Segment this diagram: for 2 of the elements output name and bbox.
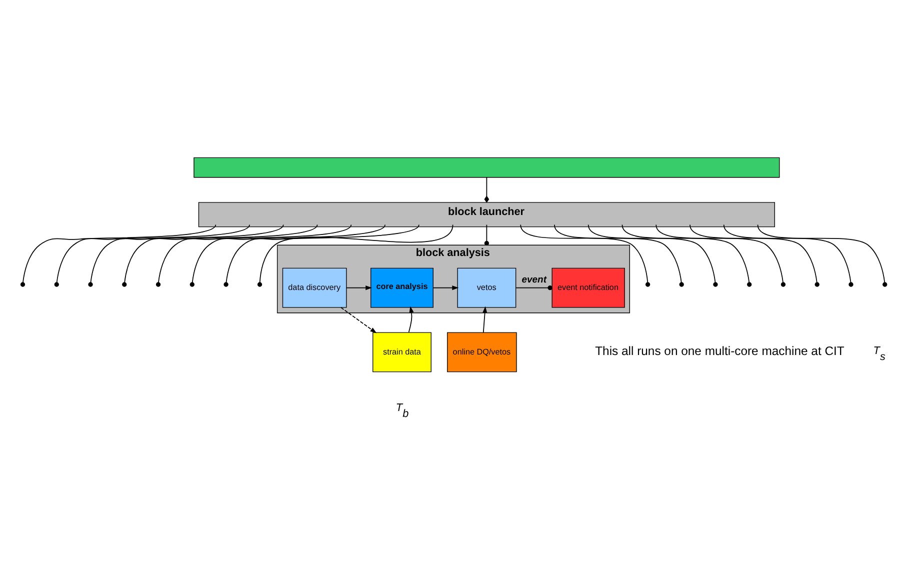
edge-label: event bbox=[522, 274, 546, 286]
label: This all runs on one multi-core machine at CIT bbox=[595, 344, 844, 358]
